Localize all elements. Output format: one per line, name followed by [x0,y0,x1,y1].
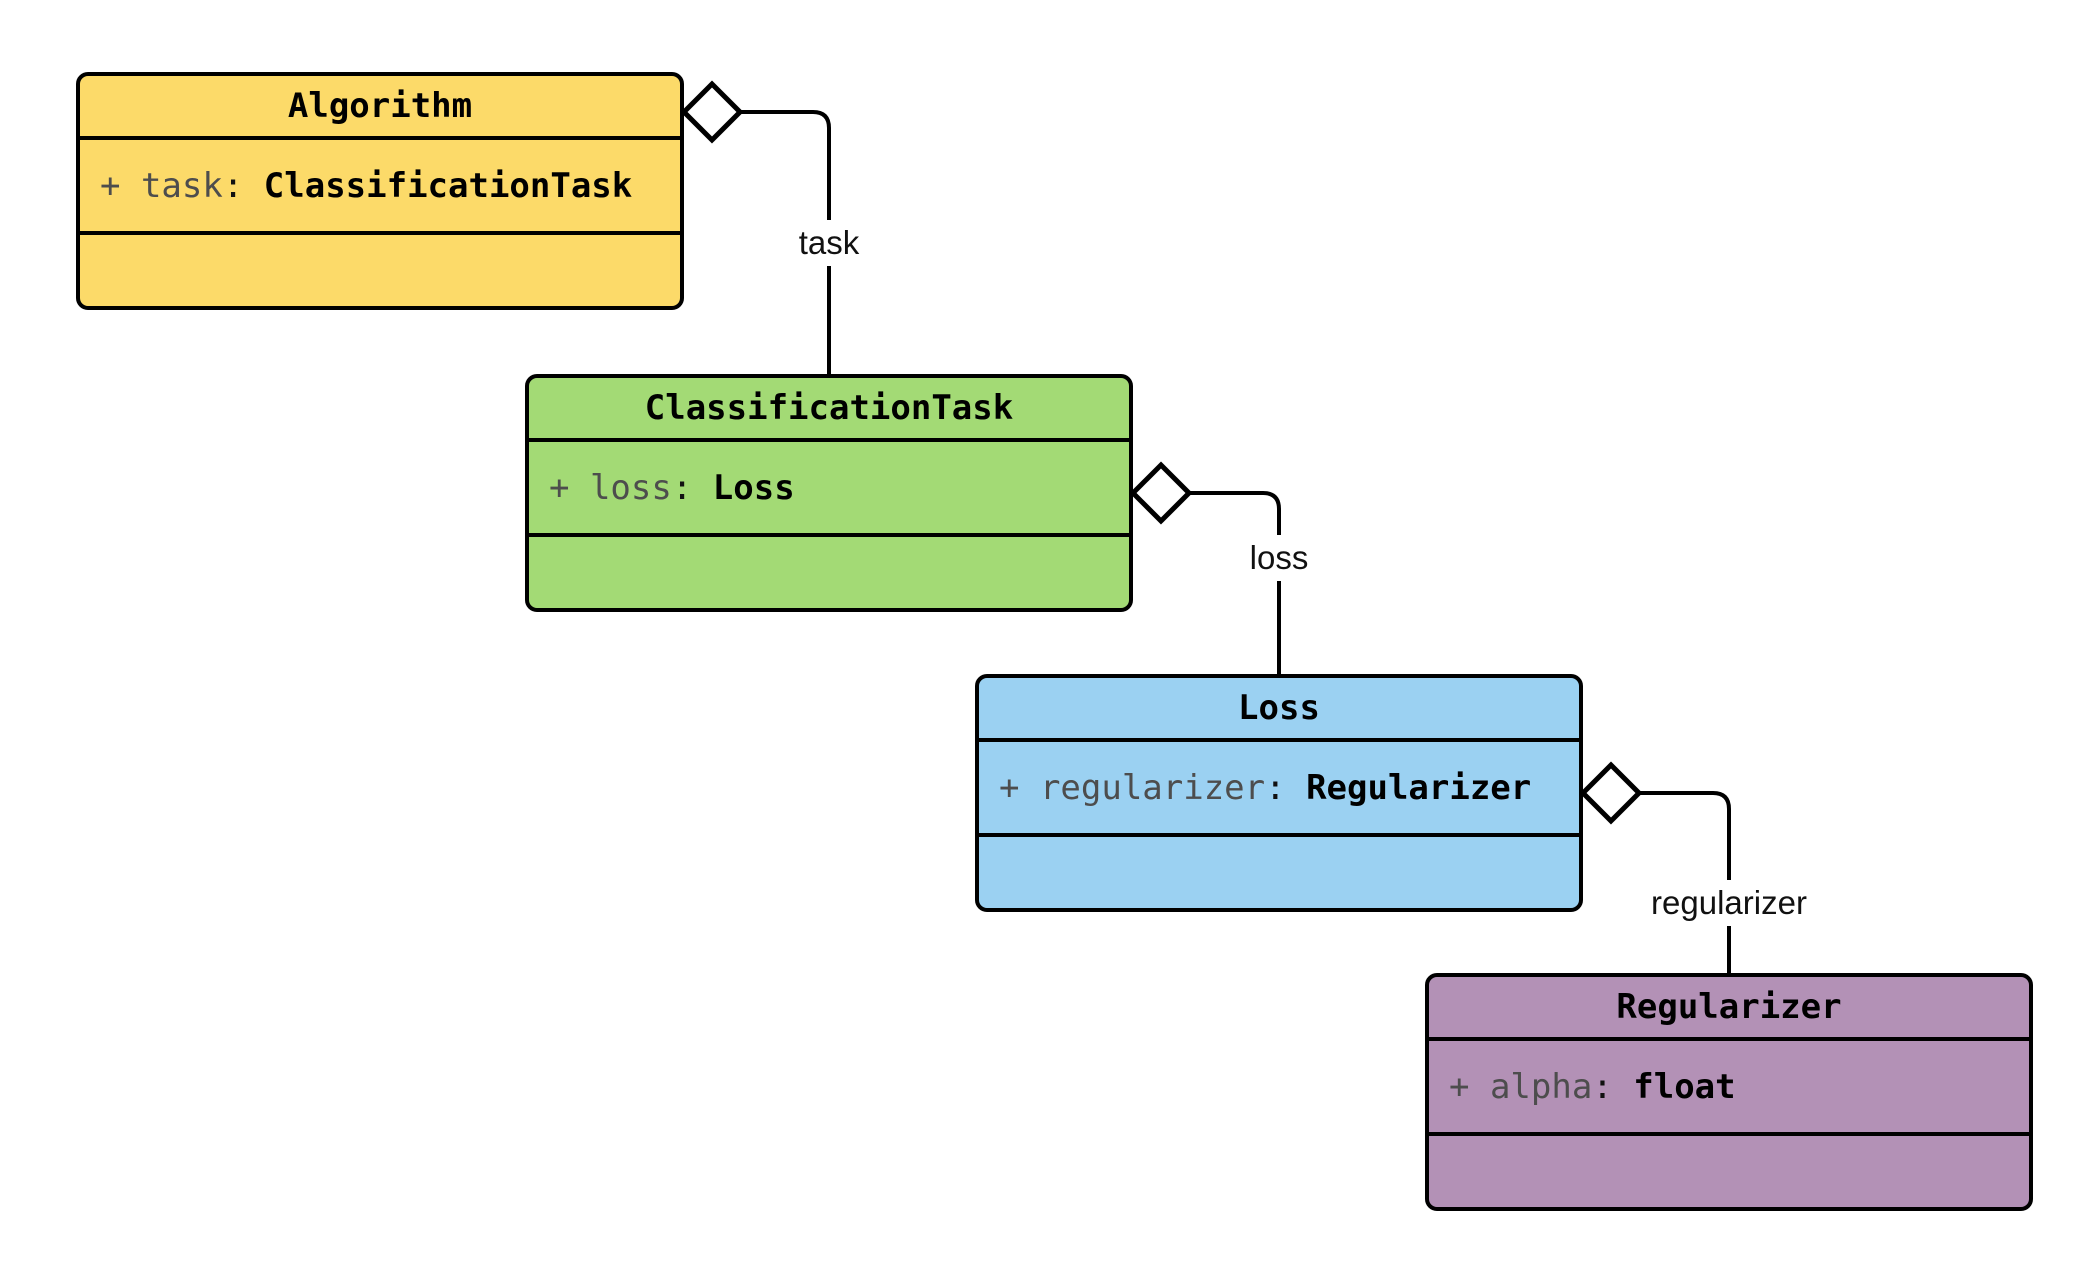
class-attributes-loss: + regularizer: Regularizer [979,738,1579,833]
edge-label-loss: loss [1241,535,1317,581]
class-box-regularizer[interactable]: Regularizer + alpha: float [1425,973,2033,1211]
aggregation-diamond-algorithm [680,80,744,144]
class-methods-empty-classificationtask [529,533,1129,608]
class-attributes-classificationtask: + loss: Loss [529,438,1129,533]
class-methods-empty-loss [979,833,1579,908]
class-box-classificationtask[interactable]: ClassificationTask + loss: Loss [525,374,1133,612]
edge-label-regularizer: regularizer [1643,880,1815,926]
attribute-name: + loss [549,467,672,508]
attribute-type: ClassificationTask [263,165,633,206]
class-methods-empty-algorithm [80,231,680,306]
class-title-loss: Loss [1238,688,1320,728]
edge-label-task: task [790,220,868,266]
aggregation-diamond-loss [1579,761,1643,825]
attribute-name: + task [100,165,223,206]
aggregation-diamond-classificationtask [1129,461,1193,525]
class-title-regularizer: Regularizer [1616,987,1842,1027]
attribute-colon: : [1592,1066,1634,1107]
attribute-colon: : [671,467,713,508]
class-box-algorithm[interactable]: Algorithm + task: ClassificationTask [76,72,684,310]
class-title-classificationtask: ClassificationTask [644,388,1014,428]
class-methods-empty-regularizer [1429,1132,2029,1207]
attribute-type: float [1633,1066,1736,1107]
attribute-type: Regularizer [1306,767,1532,808]
attribute-name: + regularizer [999,767,1266,808]
attribute-colon: : [222,165,264,206]
attribute-name: + alpha [1449,1066,1593,1107]
attribute-colon: : [1265,767,1307,808]
attribute-type: Loss [712,467,795,508]
class-attributes-algorithm: + task: ClassificationTask [80,136,680,231]
edge-loss-line [1189,491,1281,674]
class-title-algorithm: Algorithm [287,86,473,126]
class-attributes-regularizer: + alpha: float [1429,1037,2029,1132]
class-box-loss[interactable]: Loss + regularizer: Regularizer [975,674,1583,912]
